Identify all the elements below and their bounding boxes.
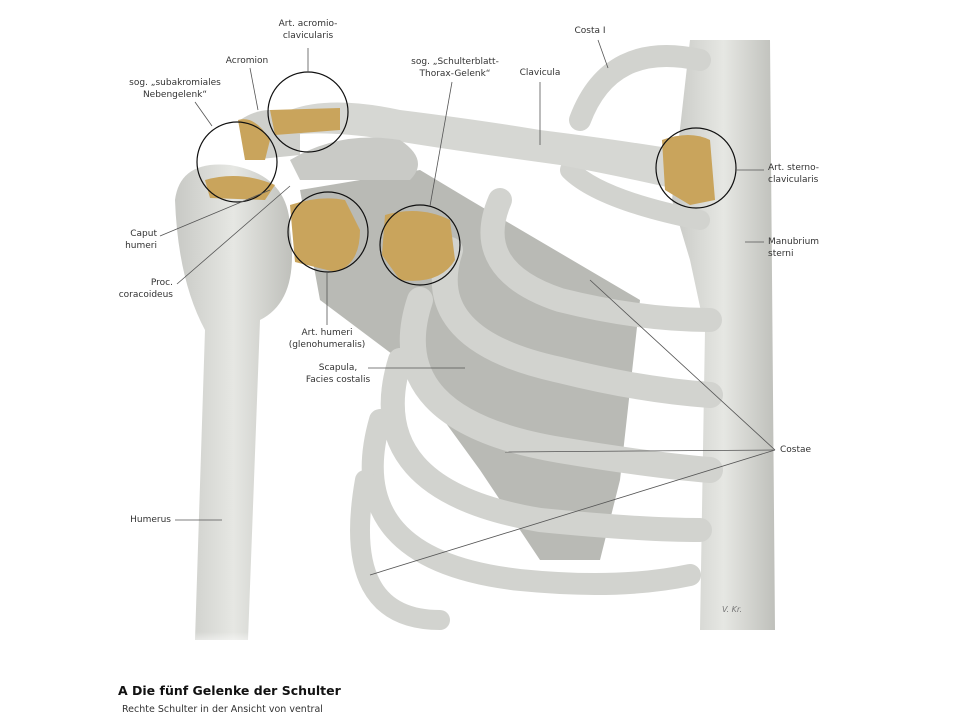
label-proc-coracoideus: Proc.coracoideus <box>118 278 173 300</box>
circle-sternoclavicular <box>655 127 737 209</box>
humerus-bone <box>175 164 292 640</box>
label-art-sternoclavicularis: Art. sterno-clavicularis <box>768 163 820 185</box>
circle-scapulothoracic <box>379 204 461 286</box>
label-acromion: Acromion <box>225 56 269 66</box>
joint-circles <box>196 71 737 286</box>
label-humerus: Humerus <box>130 515 171 525</box>
figure-title: A Die fünf Gelenke der Schulter <box>118 683 341 698</box>
coracoid-bone <box>290 137 418 180</box>
figure-subtitle: Rechte Schulter in der Ansicht von ventr… <box>122 704 323 715</box>
circle-glenohumeral <box>287 191 369 273</box>
artist-signature: V. Kr. <box>722 605 742 614</box>
leader-lines <box>159 39 776 576</box>
label-costae: Costae <box>780 445 812 455</box>
label-clavicula: Clavicula <box>519 68 561 78</box>
label-art-acromioclavicularis: Art. acromio-clavicularis <box>278 19 338 41</box>
circle-subacromial <box>196 121 278 203</box>
label-scapula-facies-costalis: Scapula,Facies costalis <box>305 363 371 385</box>
label-scapulothoracic-joint: sog. „Schulterblatt-Thorax-Gelenk“ <box>411 57 499 79</box>
label-costa-1: Costa I <box>574 26 606 36</box>
cartilage-surfaces <box>205 108 715 281</box>
clavicle-bone <box>290 102 700 195</box>
label-art-glenohumeralis: Art. humeri(glenohumeralis) <box>288 328 366 350</box>
scapula <box>300 170 640 560</box>
